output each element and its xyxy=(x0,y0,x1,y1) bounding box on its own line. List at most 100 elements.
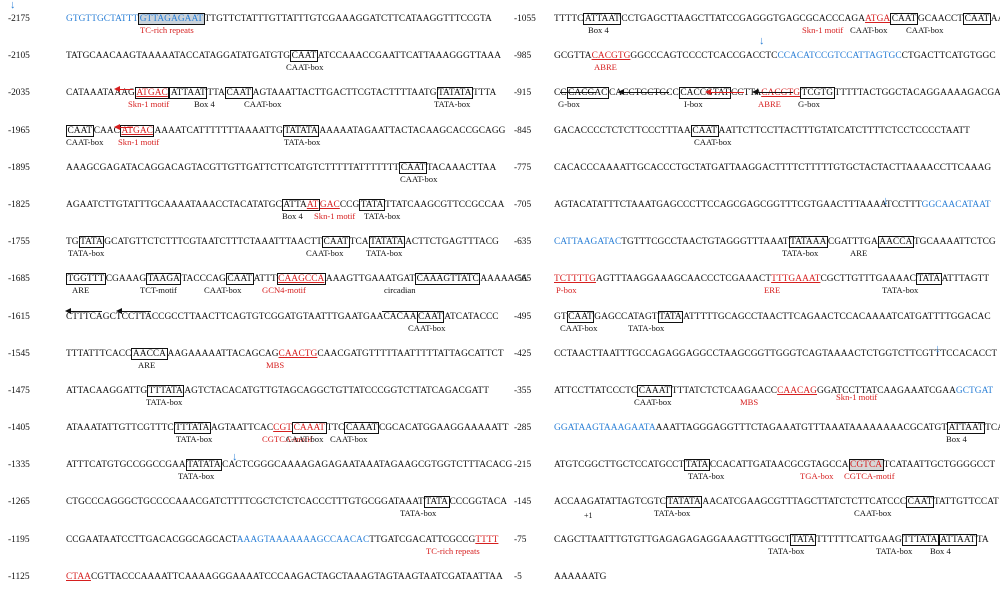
position-label: -75 xyxy=(514,534,527,545)
position-label: -215 xyxy=(514,460,532,471)
motif-label: TATA-box xyxy=(628,322,665,333)
motif-label: TC-rich repeats xyxy=(426,545,480,556)
sequence-line: CACACCCAAAATTGCACCCTGCTATGATTAAGGACTTTTC… xyxy=(554,162,992,173)
motif-label: circadian xyxy=(384,285,416,296)
motif-label: TATA-box xyxy=(768,545,805,556)
position-label: -1335 xyxy=(8,460,30,471)
sequence-block: -635 CATTAAGATACTGTTTCGCCTAACTGTAGGGTTTAA… xyxy=(514,236,996,274)
motif-label: CAAT-box xyxy=(850,25,888,35)
motif-label: TATA-box xyxy=(400,508,437,519)
motif-label: Box 4 xyxy=(588,25,609,35)
position-label: -635 xyxy=(514,237,532,248)
position-label: -1685 xyxy=(8,274,30,285)
position-label: -1475 xyxy=(8,385,30,396)
position-label: -1895 xyxy=(8,162,30,173)
sequence-block: -1895 AAAGCGAGATACAGGACAGTACGTTGTTGATTCTT… xyxy=(8,161,496,200)
sequence-line: CCGAATAATCCTTGACACGGCAGCACTAAAGTAAAAAAAG… xyxy=(66,534,499,545)
sequence-line: CTAACGTTACCCAAAATTCAAAAGGGAAAATCCCAAGACT… xyxy=(66,571,503,582)
position-label: -985 xyxy=(514,51,532,62)
motif-label: TATA-box xyxy=(176,434,213,445)
motif-label: CAAT-box xyxy=(408,322,446,333)
motif-label: TATA-box xyxy=(882,285,919,296)
motif-label: TATA-box xyxy=(434,99,471,110)
position-label: -1405 xyxy=(8,423,30,434)
motif-label: CAAT-box xyxy=(66,136,104,147)
position-label: -1545 xyxy=(8,348,30,359)
motif-label: ABRE xyxy=(758,99,781,110)
sequence-line: AGTACATATTTCTAAATGAGCCCTTCCAGCGAGCGGTTTC… xyxy=(554,199,991,210)
motif-label: TATA-box xyxy=(654,508,691,519)
position-label: -425 xyxy=(514,348,532,359)
motif-label: I-box xyxy=(684,99,703,110)
sequence-line: CCTAACTTAATTTGCCAGAGGAGGCCTAAGCGGTTGGGTC… xyxy=(554,348,998,359)
position-label: -1615 xyxy=(8,311,30,322)
motif-label: TATA-box xyxy=(146,396,183,407)
motif-label: TGA-box xyxy=(800,471,834,482)
motif-label: Skn-1 motif xyxy=(802,25,844,35)
sequence-block: -1125 CTAACGTTACCCAAAATTCAAAAGGGAAAATCCCA… xyxy=(8,571,503,609)
sequence-block: -1195 CCGAATAATCCTTGACACGGCAGCACTAAAGTAAA… xyxy=(8,534,498,572)
motif-label: ARE xyxy=(138,359,156,370)
position-label: -1195 xyxy=(8,534,30,545)
motif-label: G-box xyxy=(798,99,820,110)
down-arrow-icon: ↓ xyxy=(232,451,238,463)
motif-label: Skn-1 motif xyxy=(314,210,356,221)
position-label: -1265 xyxy=(8,497,30,508)
position-label: -495 xyxy=(514,311,532,322)
motif-label: CGTCA-motif xyxy=(844,471,895,482)
sequence-line: AAAGCGAGATACAGGACAGTACGTTGTTGATTCTTCATGT… xyxy=(66,161,497,174)
motif-label: CAAT-box xyxy=(330,434,368,445)
motif-label: CAAT-box xyxy=(286,62,324,73)
sequence-line: TCTTTTGAGTTTAAGGAAAGCAACCCTCGAAACTTTTGAA… xyxy=(554,273,990,286)
motif-label: CAAT-box xyxy=(560,322,598,333)
position-label: -1125 xyxy=(8,571,30,582)
motif-label: CAAT-box xyxy=(634,396,672,407)
position-label: -1055 xyxy=(514,14,536,24)
motif-label: Skn-1 motif xyxy=(118,136,160,147)
motif-label: Box 4 xyxy=(930,545,951,556)
motif-label: ARE xyxy=(72,285,90,296)
motif-label: CAAT-box xyxy=(286,434,324,445)
motif-label: TATA-box xyxy=(364,210,401,221)
motif-label: TATA-box xyxy=(688,471,725,482)
motif-label: MBS xyxy=(266,359,285,370)
motif-label: CAAT-box xyxy=(306,248,344,259)
motif-label: MBS xyxy=(740,396,759,407)
motif-label: Box 4 xyxy=(282,210,303,221)
plus-one-marker: +1 xyxy=(584,511,593,520)
motif-label: TCT-motif xyxy=(140,285,177,296)
motif-label: G-box xyxy=(558,99,580,110)
motif-label: CAAT-box xyxy=(400,173,438,184)
position-label: -1755 xyxy=(8,237,30,248)
position-label: -285 xyxy=(514,423,532,434)
position-label: -355 xyxy=(514,385,532,396)
motif-label: ARE xyxy=(850,248,868,259)
